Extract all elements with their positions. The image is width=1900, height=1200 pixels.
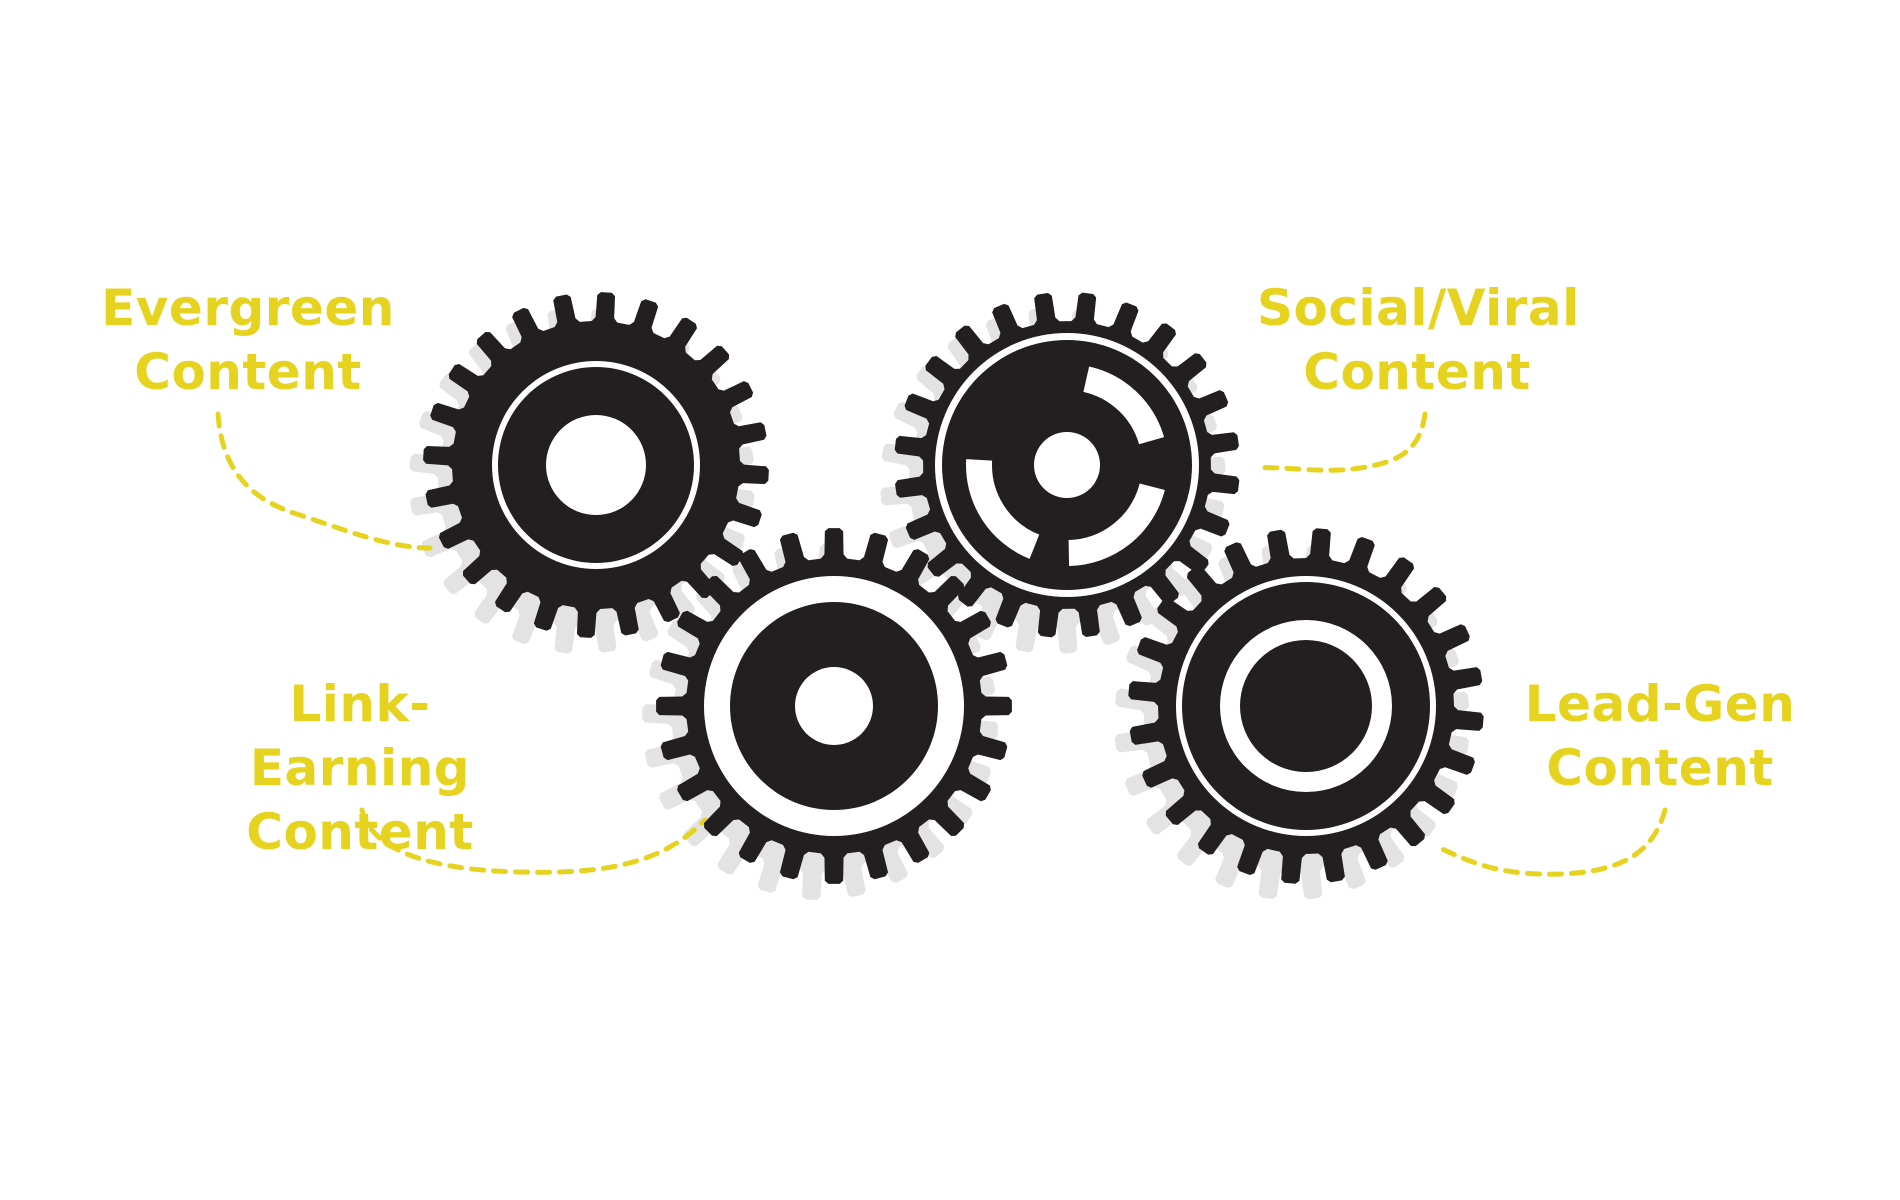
label-link-earning-line1: Link-Earning: [249, 675, 471, 797]
gear-social-viral: [894, 292, 1240, 638]
label-link-earning-content: Link-Earning Content: [200, 672, 520, 864]
connector-layer: [215, 411, 1668, 877]
gear-arc-segment-social-viral: [1082, 366, 1165, 445]
gear-evergreen: [423, 292, 769, 638]
gear-arc-segment-social-viral: [966, 459, 1040, 559]
label-social-viral-content: Social/Viral Content: [1257, 276, 1580, 404]
connector-link-earning: [359, 807, 708, 875]
label-evergreen-line2: Content: [134, 343, 362, 401]
gear-link-earning: [656, 528, 1012, 884]
gear-lead-gen: [1128, 528, 1484, 884]
connector-evergreen: [215, 411, 433, 551]
gear-arc-segment-social-viral: [1068, 483, 1165, 566]
label-evergreen-line1: Evergreen: [101, 279, 395, 337]
label-lead-gen-line2: Content: [1546, 739, 1774, 797]
label-social-viral-line2: Content: [1303, 343, 1531, 401]
label-lead-gen-line1: Lead-Gen: [1524, 675, 1796, 733]
gear-hub-lead-gen: [1240, 640, 1372, 772]
label-social-viral-line1: Social/Viral: [1257, 279, 1580, 337]
label-lead-gen-content: Lead-Gen Content: [1500, 672, 1820, 800]
connector-lead-gen: [1437, 807, 1668, 877]
label-evergreen-content: Evergreen Content: [88, 276, 408, 404]
gear-hole-link-earning: [795, 667, 873, 745]
gear-hole-evergreen: [546, 415, 646, 515]
connector-social-viral: [1252, 411, 1428, 473]
gear-layer: [423, 292, 1484, 884]
gear-hole-social-viral: [1034, 432, 1100, 498]
label-link-earning-line2: Content: [246, 803, 474, 861]
